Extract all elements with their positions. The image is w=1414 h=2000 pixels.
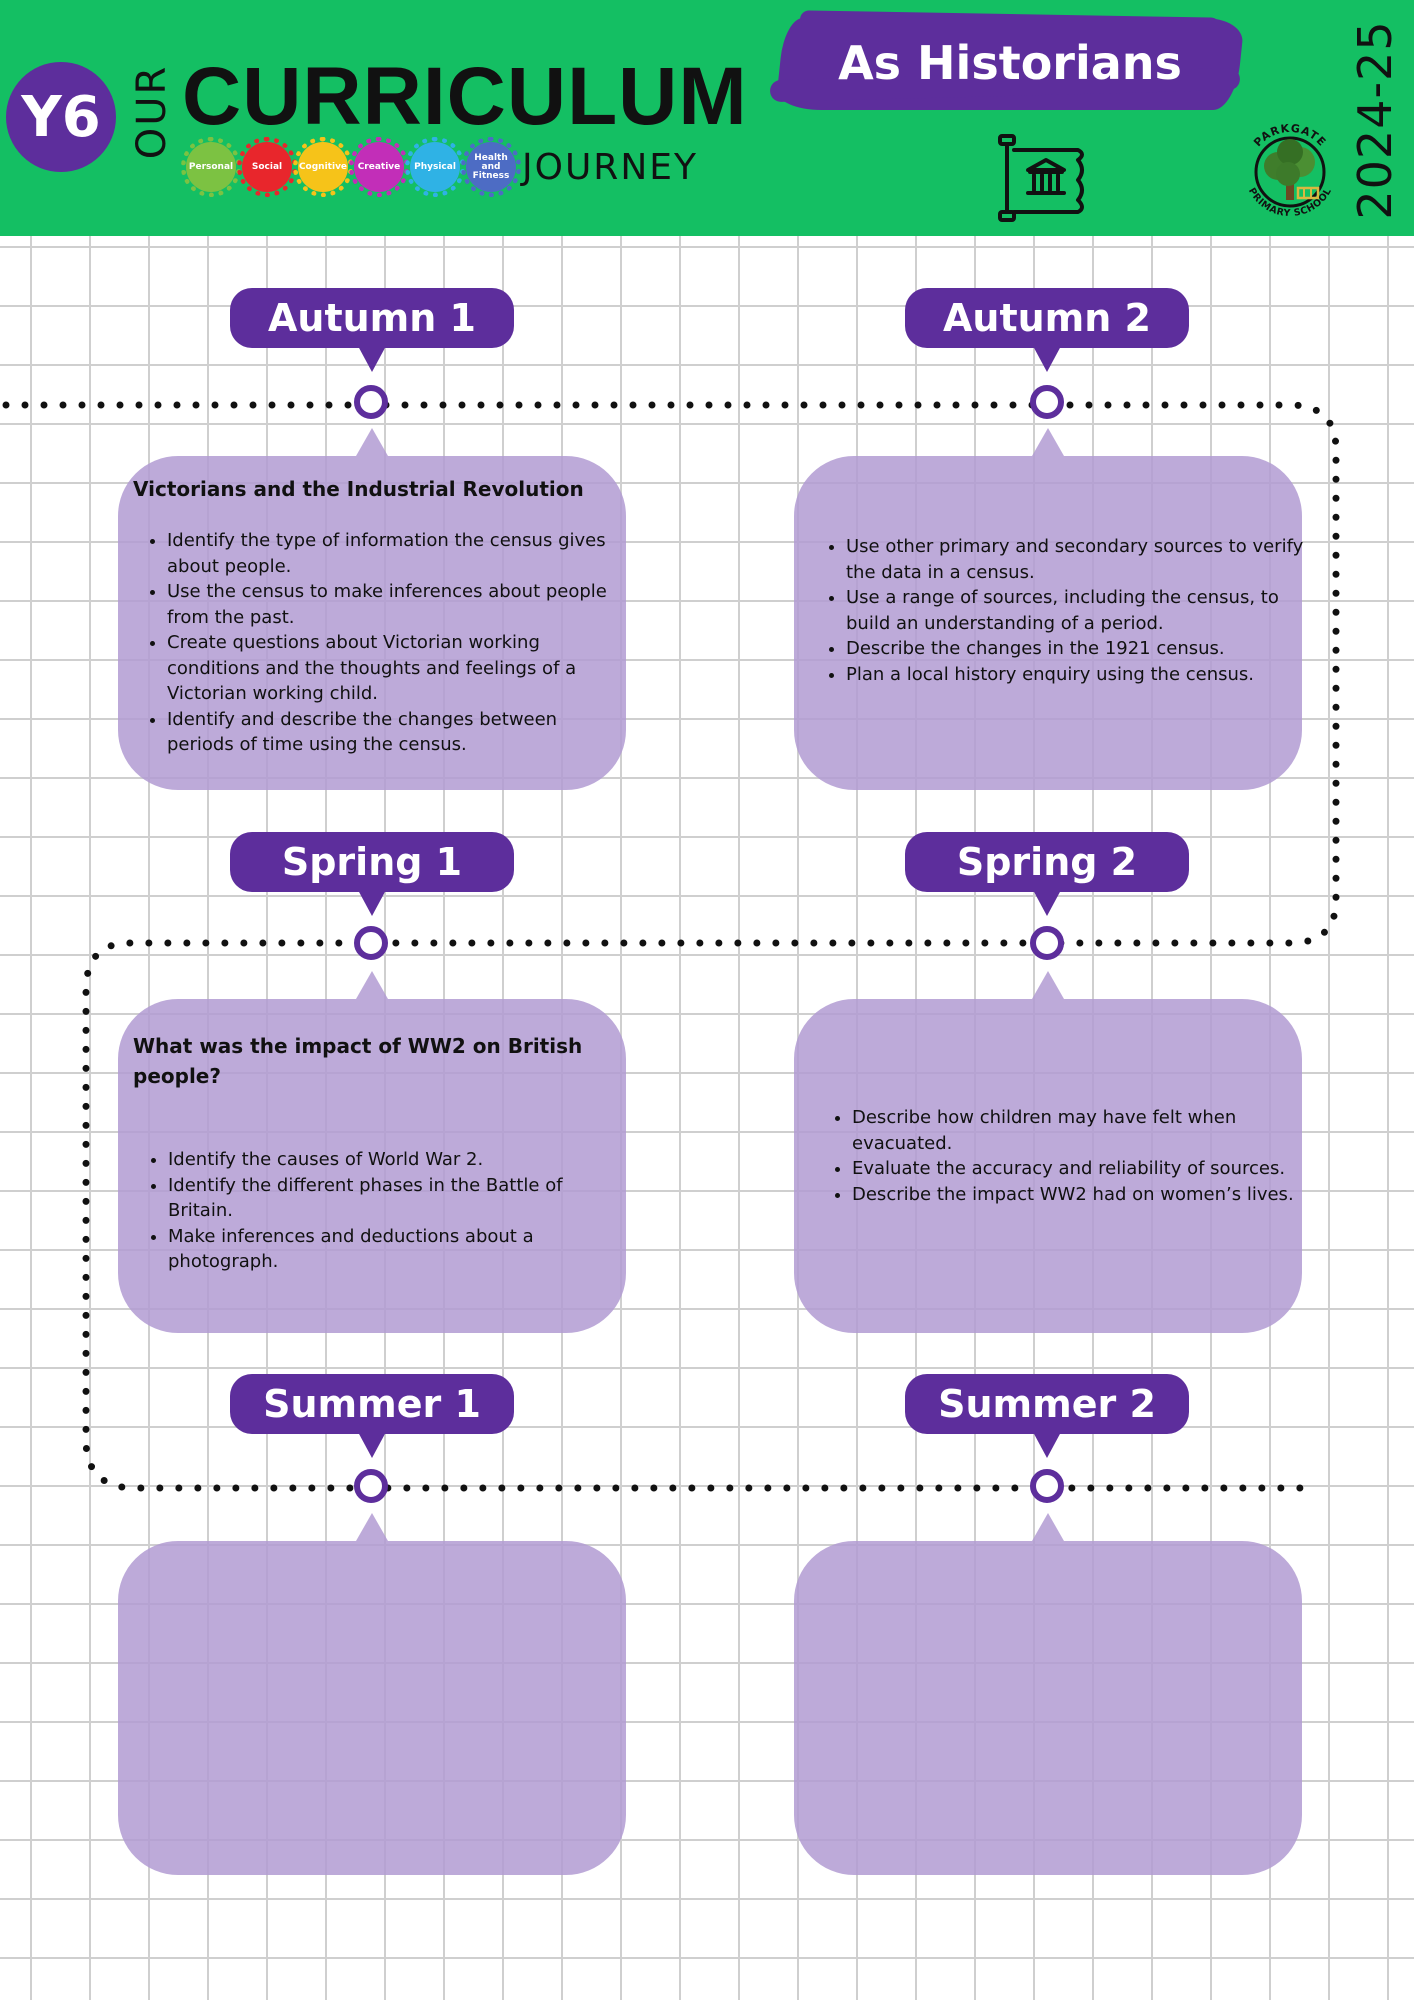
gear-label: Physical <box>414 161 456 172</box>
list-item: Make inferences and deductions about a p… <box>168 1224 628 1275</box>
list-item: Describe the changes in the 1921 census. <box>846 636 1306 662</box>
list-item: Describe the impact WW2 had on women’s l… <box>852 1182 1312 1208</box>
list-item: Plan a local history enquiry using the c… <box>846 662 1306 688</box>
list-item: Identify the type of information the cen… <box>167 528 627 579</box>
term-box-summer-1 <box>118 1513 626 1875</box>
gear-label: Personal <box>188 161 234 172</box>
curriculum-title: CURRICULUM <box>182 51 748 142</box>
term-label-autumn-1: Autumn 1 <box>230 288 514 372</box>
gear-icon: Health and Fitness <box>461 137 521 197</box>
list-item: Use the census to make inferences about … <box>167 579 627 630</box>
term-box-autumn-2: Use other primary and secondary sources … <box>794 428 1303 790</box>
milestone-circle <box>354 385 388 419</box>
gear-label: Cognitive <box>298 161 348 172</box>
term-box-autumn-1: Victorians and the Industrial Revolution… <box>118 428 627 790</box>
school-logo: PARKGATE PRIMARY SCHOOL <box>1246 122 1334 219</box>
milestone-circle <box>354 926 388 960</box>
box-title: Victorians and the Industrial Revolution <box>133 477 584 501</box>
list-item: Evaluate the accuracy and reliability of… <box>852 1156 1312 1182</box>
history-scroll-museum-icon <box>998 134 1084 222</box>
term-label-autumn-2: Autumn 2 <box>905 288 1189 372</box>
term-label-summer-2: Summer 2 <box>905 1374 1189 1458</box>
term-label-summer-1: Summer 1 <box>230 1374 514 1458</box>
milestone-circle <box>1030 926 1064 960</box>
objective-list: Describe how children may have felt when… <box>818 1105 1312 1207</box>
objective-list: Identify the causes of World War 2.Ident… <box>134 1147 628 1275</box>
year-badge: Y6 <box>6 62 116 172</box>
list-item: Identify the different phases in the Bat… <box>168 1173 628 1224</box>
list-item: Identify the causes of World War 2. <box>168 1147 628 1173</box>
list-item: Use other primary and secondary sources … <box>846 534 1306 585</box>
gear-label: Creative <box>357 161 401 172</box>
list-item: Create questions about Victorian working… <box>167 630 627 707</box>
list-item: Identify and describe the changes betwee… <box>167 707 627 758</box>
subject-title: As Historians <box>838 36 1182 90</box>
objective-list: Identify the type of information the cen… <box>133 528 627 758</box>
list-item: Describe how children may have felt when… <box>852 1105 1312 1156</box>
term-box-spring-2: Describe how children may have felt when… <box>794 971 1302 1333</box>
objective-list: Use other primary and secondary sources … <box>812 534 1306 687</box>
list-item: Use a range of sources, including the ce… <box>846 585 1306 636</box>
milestone-circle <box>1030 1469 1064 1503</box>
term-box-spring-1: What was the impact of WW2 on British pe… <box>118 971 628 1333</box>
box-title: What was the impact of WW2 on British pe… <box>133 1034 583 1088</box>
term-label-spring-1: Spring 1 <box>230 832 514 916</box>
gear-label: Health and Fitness <box>472 152 510 181</box>
gear-icon: Physical <box>405 137 465 197</box>
milestone-circle <box>354 1469 388 1503</box>
gear-label: Social <box>251 161 283 172</box>
term-label-spring-2: Spring 2 <box>905 832 1189 916</box>
term-box-summer-2 <box>794 1513 1302 1875</box>
journey-label: JOURNEY <box>522 147 698 188</box>
milestone-circle <box>1030 385 1064 419</box>
